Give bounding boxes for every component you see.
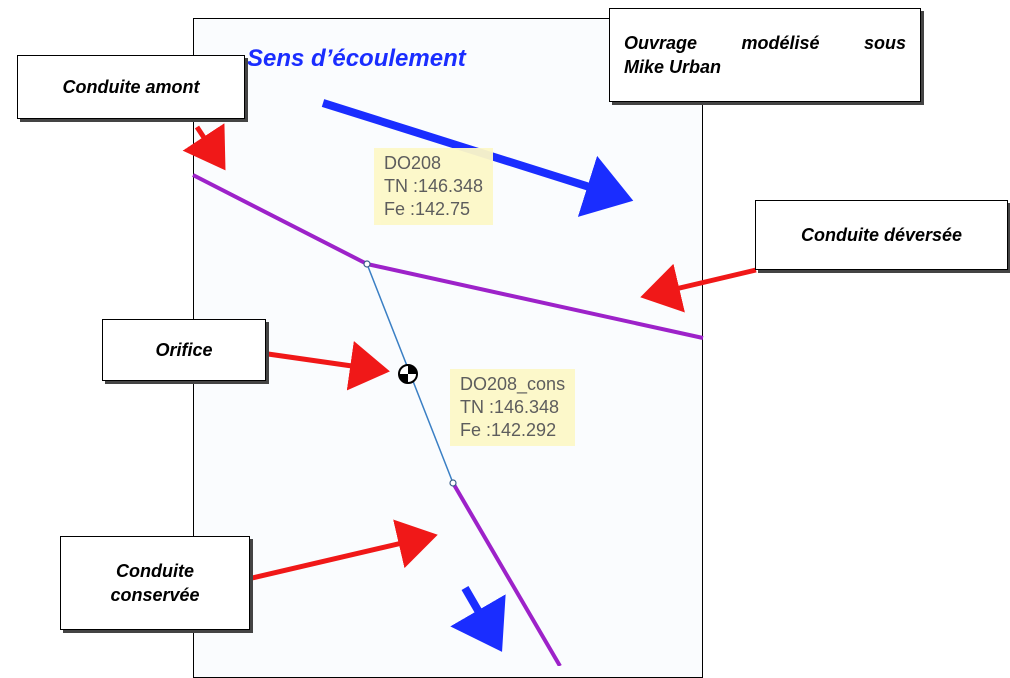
node-label-do208-cons: DO208_cons TN :146.348 Fe :142.292 (450, 369, 576, 446)
callout-conduite-conservee-line1: Conduite (116, 560, 194, 581)
callout-ouvrage-line1: Ouvrage modélisé sous (624, 32, 906, 53)
arrow-conduite-deversee (640, 263, 757, 313)
callout-orifice: Orifice (102, 319, 266, 381)
arrow-conduite-amont (182, 123, 226, 171)
node-label-do208: DO208 TN :146.348 Fe :142.75 (374, 148, 494, 225)
node-id: DO208_cons (460, 374, 566, 394)
callout-conduite-deversee: Conduite déversée (755, 200, 1008, 270)
node-tn: TN :146.348 (460, 397, 560, 417)
callout-conduite-amont-text: Conduite amont (62, 76, 200, 97)
node-do208-point (363, 260, 371, 268)
flow-direction-arrow-small (450, 585, 506, 652)
callout-conduite-amont: Conduite amont (17, 55, 245, 119)
callout-conduite-conservee-line2: conservée (110, 585, 200, 605)
callout-conduite-deversee-text: Conduite déversée (800, 224, 963, 245)
callout-ouvrage: Ouvrage modélisé sous Mike Urban (609, 8, 921, 102)
node-id: DO208 (384, 153, 442, 173)
callout-ouvrage-line2: Mike Urban (624, 57, 722, 77)
node-fe: Fe :142.292 (460, 420, 557, 440)
conduite-amont-pipe (192, 173, 368, 266)
flow-direction-label: Sens d’écoulement (247, 45, 466, 72)
node-do208-cons-point (449, 479, 457, 487)
callout-conduite-conservee: Conduite conservée (60, 536, 250, 630)
arrow-orifice (267, 341, 390, 391)
callout-orifice-text: Orifice (155, 339, 213, 360)
node-tn: TN :146.348 (384, 176, 484, 196)
node-fe: Fe :142.75 (384, 199, 471, 219)
map-frame (193, 18, 703, 678)
orifice-symbol (398, 364, 418, 384)
arrow-conduite-conservee (251, 519, 438, 581)
conduite-deversee-pipe (366, 262, 704, 340)
conduite-conservee-pipe (451, 481, 562, 666)
